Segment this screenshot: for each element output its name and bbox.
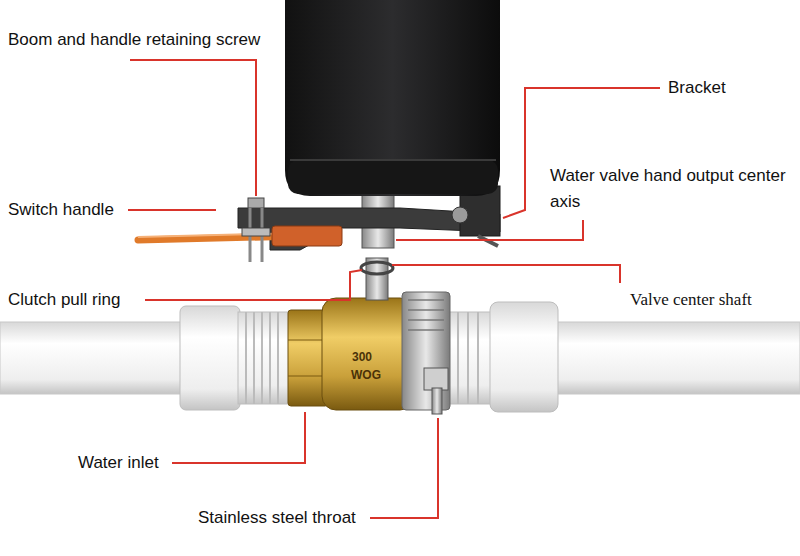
part-label: Stainless steel throat <box>198 506 356 530</box>
leader-lines <box>128 60 660 518</box>
part-label: Valve center shaft <box>630 288 752 312</box>
body-marking: WOG <box>351 368 381 382</box>
part-label: Switch handle <box>8 198 114 222</box>
part-label: Water valve hand output center axis <box>550 163 790 215</box>
part-label: Water inlet <box>78 451 159 475</box>
body-marking: 300 <box>352 350 372 364</box>
part-label: Bracket <box>668 76 726 100</box>
part-label: Clutch pull ring <box>8 288 120 312</box>
part-label: Boom and handle retaining screw <box>8 28 260 52</box>
